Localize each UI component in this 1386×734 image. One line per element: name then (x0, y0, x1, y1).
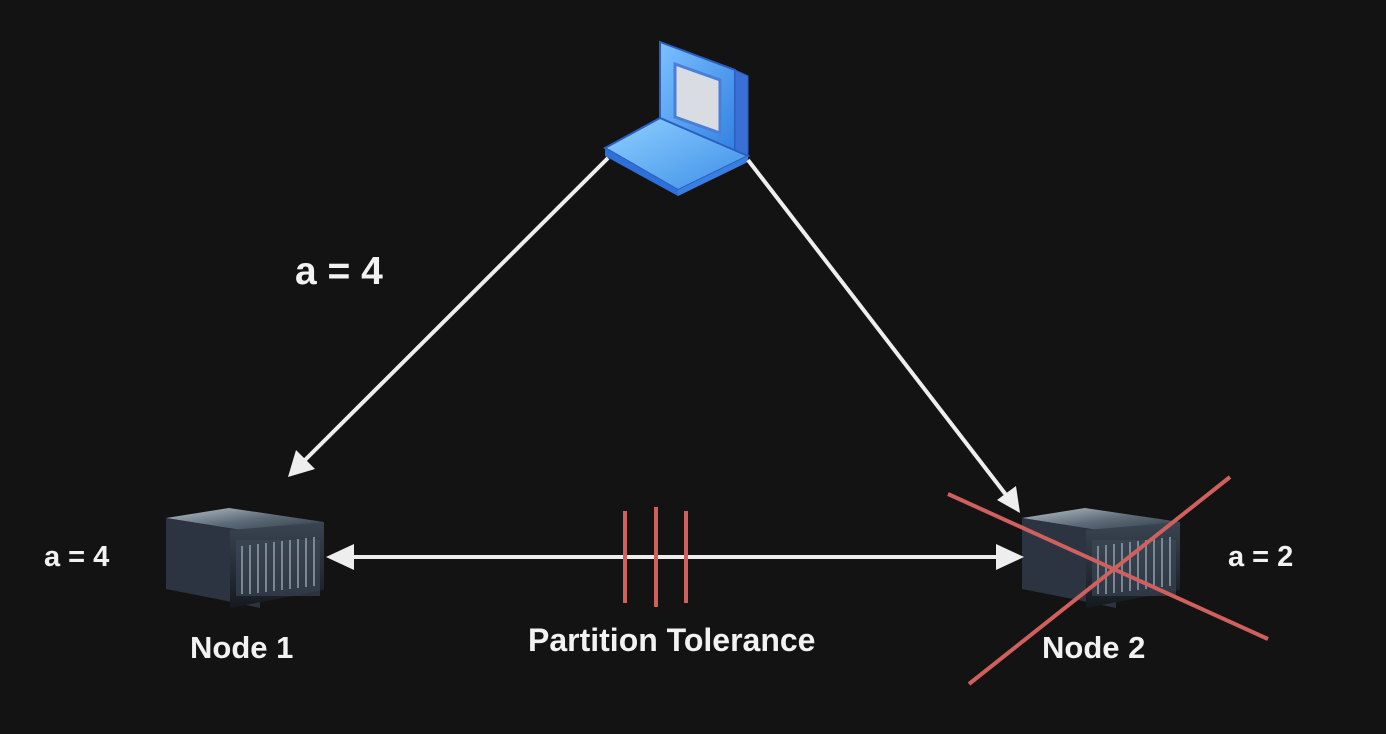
client-write-label: a = 4 (295, 250, 383, 293)
node2-server-icon (1022, 508, 1180, 608)
client-to-node1-arrow (288, 156, 610, 477)
laptop-icon (602, 40, 751, 196)
partition-cut-marks (623, 507, 688, 607)
node-link-arrow (326, 544, 1024, 570)
client-to-node2-arrow (746, 158, 1020, 513)
node2-value-label: a = 2 (1228, 541, 1294, 573)
partition-tolerance-label: Partition Tolerance (528, 622, 816, 658)
node1-value-label: a = 4 (44, 541, 110, 573)
node2-failure-cross-icon (947, 475, 1269, 686)
node1-name-label: Node 1 (190, 630, 294, 665)
node2-name-label: Node 2 (1042, 630, 1146, 665)
node1-server-icon (166, 508, 324, 608)
